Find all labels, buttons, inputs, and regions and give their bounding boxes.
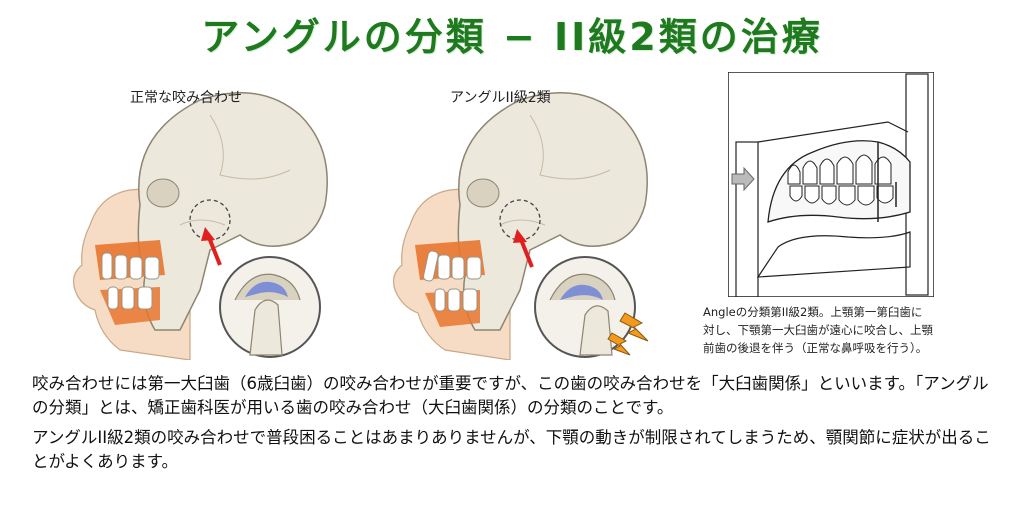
caption-line-3: 前歯の後退を伴う（正常な鼻呼吸を行う）。	[703, 341, 928, 355]
caption-line-2: 対し、下顎第一大臼歯が遠心に咬合し、上顎	[703, 323, 933, 337]
pain-lightning-icon	[619, 312, 649, 342]
upper-teeth	[787, 154, 892, 185]
teeth	[101, 252, 160, 310]
dentition-line-drawing	[728, 72, 934, 297]
class2-skull-svg	[380, 75, 680, 360]
page-title: アングルの分類 − II級2類の治療	[201, 15, 823, 59]
eye-socket	[466, 178, 500, 208]
dentition-caption: Angleの分類第II級2類。上顎第一第臼歯に 対し、下顎第一大臼歯が遠心に咬合…	[703, 303, 993, 357]
body-paragraph-2: アングルII級2類の咬み合わせで普段困ることはあまりありませんが、下顎の動きが制…	[32, 428, 991, 471]
caption-line-1: Angleの分類第II級2類。上顎第一第臼歯に	[703, 305, 923, 319]
direction-arrow-icon	[731, 166, 755, 192]
body-paragraph-1: 咬み合わせには第一大臼歯（6歳臼歯）の咬み合わせが重要ですが、この歯の咬み合わせ…	[32, 374, 989, 417]
normal-skull-svg	[60, 75, 360, 360]
normal-bite-illustration: 正常な咬み合わせ	[60, 75, 360, 360]
eye-socket	[146, 178, 180, 208]
class2-bite-illustration: アングルII級2類	[380, 75, 680, 360]
dentition-svg	[728, 72, 934, 297]
joint-disc	[560, 284, 603, 300]
joint-disc	[245, 281, 288, 297]
body-text: 咬み合わせには第一大臼歯（6歳臼歯）の咬み合わせが重要ですが、この歯の咬み合わせ…	[32, 372, 992, 480]
teeth	[423, 250, 482, 312]
normal-bite-label: 正常な咬み合わせ	[130, 90, 242, 106]
class2-bite-label: アングルII級2類	[450, 90, 551, 106]
